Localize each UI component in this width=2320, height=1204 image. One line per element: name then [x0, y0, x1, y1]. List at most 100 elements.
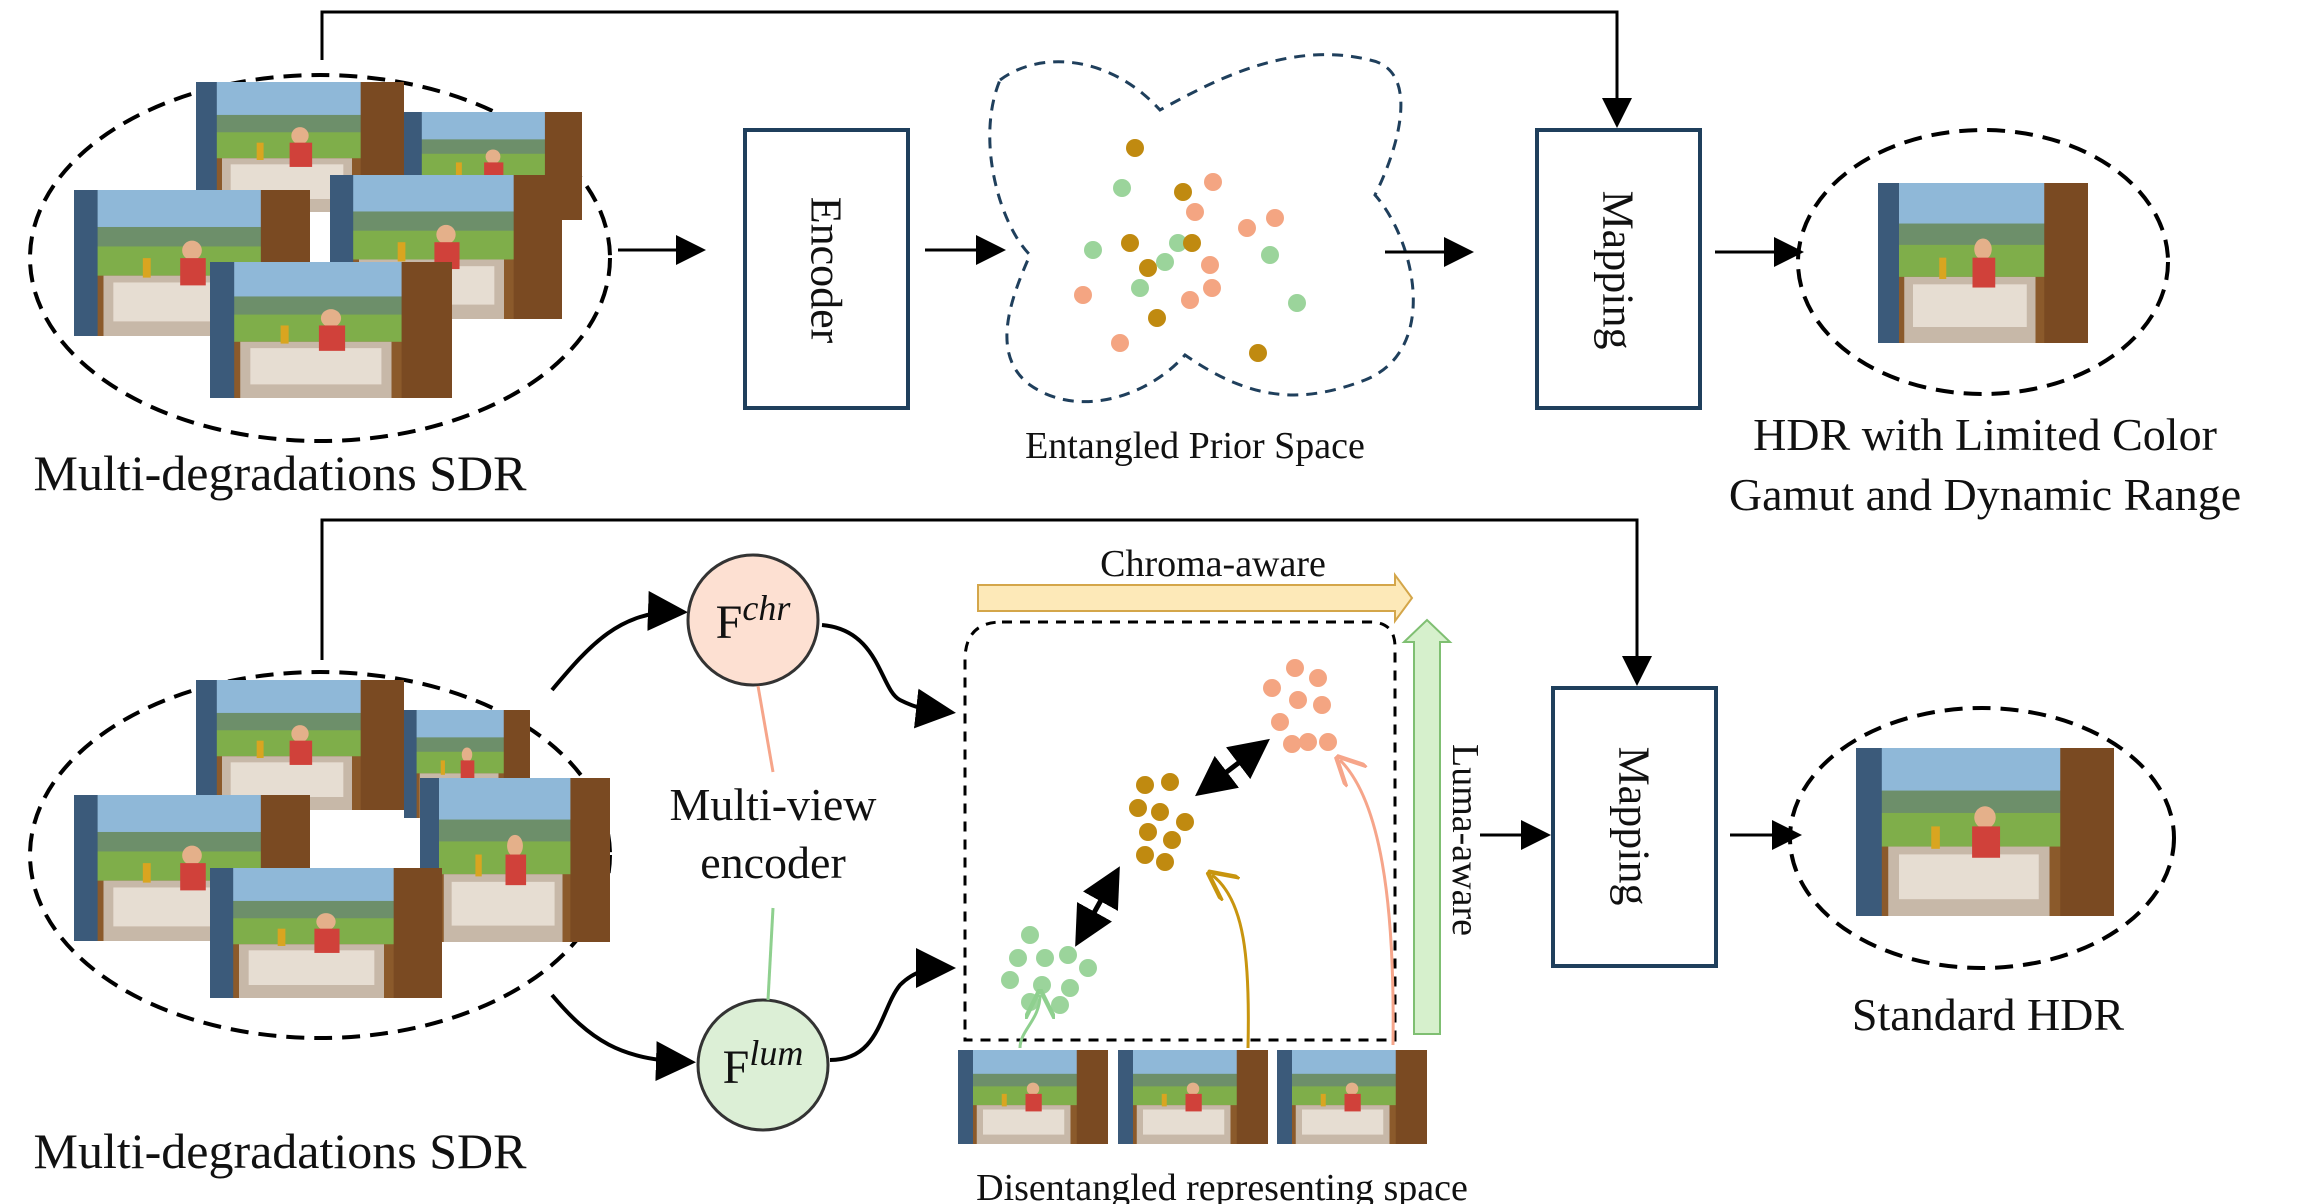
space-label-bottom: Disentangled representing space [976, 1167, 1468, 1204]
prior-dot [1204, 173, 1222, 191]
bottom-row: Multi-degradations SDR Fchr Flum Multi-v… [28, 518, 2176, 1204]
output-label-top-line1: HDR with Limited Color [1753, 409, 2217, 460]
output-label-top-line2: Gamut and Dynamic Range [1729, 469, 2241, 520]
cluster-dot-chroma [1283, 735, 1301, 753]
chroma-aware-label: Chroma-aware [1100, 543, 1326, 585]
entangled-prior-blob [988, 53, 1415, 404]
prior-dot [1148, 309, 1166, 327]
cluster-dot-lum [1079, 959, 1097, 977]
output-label-bottom: Standard HDR [1852, 989, 2124, 1040]
cluster-dot-joint [1151, 803, 1169, 821]
link-lum-multiview [766, 907, 775, 1001]
arrow-input-lum-encoder [550, 993, 696, 1082]
disentangled-space-box [963, 620, 1397, 1042]
multiview-label-line1: Multi-view [670, 779, 878, 830]
input-ellipse-top [28, 73, 612, 443]
prior-dot [1203, 279, 1221, 297]
cluster-dot-joint [1156, 853, 1174, 871]
thumbnail-joint [1277, 1050, 1427, 1144]
cluster-dot-lum [1021, 993, 1039, 1011]
prior-dot [1126, 139, 1144, 157]
double-arrow-gold-orange [1195, 738, 1270, 797]
prior-dot [1186, 203, 1204, 221]
prior-dot [1288, 294, 1306, 312]
cluster-dot-chroma [1313, 696, 1331, 714]
cluster-dot-joint [1176, 813, 1194, 831]
prior-dot [1266, 209, 1284, 227]
prior-dot [1074, 286, 1092, 304]
cluster-dot-lum [1001, 971, 1019, 989]
thumbnail-lum [958, 1050, 1108, 1144]
prior-dot [1111, 334, 1129, 352]
cluster-dot-lum [1059, 946, 1077, 964]
prior-dot [1139, 259, 1157, 277]
input-images-top [74, 82, 582, 398]
link-thumbnail-green [1018, 995, 1040, 1049]
cluster-dot-lum [1021, 926, 1039, 944]
cluster-dot-chroma [1263, 679, 1281, 697]
output-image-bottom [1856, 748, 2114, 916]
input-ellipse-bottom [28, 670, 612, 1040]
lum-encoder-node [696, 998, 830, 1132]
luma-aware-arrow [1401, 618, 1453, 1035]
mapping-label-top: Mapping [1594, 191, 1643, 350]
cluster-dot-chroma [1289, 691, 1307, 709]
prior-dot [1261, 246, 1279, 264]
thumbnail-chroma [1118, 1050, 1268, 1144]
cluster-dot-chroma [1319, 733, 1337, 751]
multiview-label-line2: encoder [700, 837, 846, 888]
input-label-bottom: Multi-degradations SDR [33, 1123, 527, 1179]
mapping-box-top [1535, 128, 1702, 410]
cluster-dot-lum [1009, 949, 1027, 967]
prior-dot [1121, 234, 1139, 252]
link-thumbnail-gold [1212, 875, 1250, 1049]
cluster-dot-lum [1061, 979, 1079, 997]
prior-dots [1074, 139, 1306, 362]
cluster-dot-joint [1129, 799, 1147, 817]
link-chroma-multiview [756, 685, 775, 773]
cluster-dot-joint [1139, 823, 1157, 841]
prior-dot [1183, 234, 1201, 252]
prior-dot [1238, 219, 1256, 237]
encoder-box [743, 128, 910, 410]
arrow-lum-to-space [829, 948, 956, 1062]
chroma-encoder-node [686, 553, 820, 687]
output-ellipse-bottom [1788, 706, 2176, 970]
top-row: Multi-degradations SDR Encoder Entangled… [28, 10, 2241, 520]
cluster-dot-joint [1136, 846, 1154, 864]
output-image-top [1878, 183, 2088, 343]
prior-dot [1181, 291, 1199, 309]
prior-space-label: Entangled Prior Space [1025, 425, 1365, 467]
double-arrow-green-gold [1075, 866, 1120, 947]
arrow-input-chroma-encoder [550, 590, 688, 692]
cluster-dot-chroma [1299, 733, 1317, 751]
encoder-label: Encoder [802, 197, 851, 344]
skip-connection-bottom [320, 518, 1652, 686]
cluster-dots [1001, 659, 1337, 1014]
arrow-chroma-to-space [821, 623, 956, 729]
cluster-dot-joint [1136, 776, 1154, 794]
prior-dot [1113, 179, 1131, 197]
link-thumbnail-orange [1340, 760, 1395, 1046]
cluster-dot-joint [1161, 773, 1179, 791]
mapping-label-bottom: Mapping [1610, 747, 1659, 906]
lum-encoder-label: Flum [723, 1033, 804, 1094]
cluster-dot-joint [1163, 831, 1181, 849]
chroma-aware-arrow [977, 571, 1414, 625]
chroma-encoder-label: Fchr [716, 588, 792, 649]
input-label-top: Multi-degradations SDR [33, 445, 527, 501]
prior-dot [1201, 256, 1219, 274]
cluster-dot-chroma [1271, 713, 1289, 731]
cluster-dot-chroma [1309, 669, 1327, 687]
luma-aware-label: Luma-aware [1444, 744, 1486, 936]
cluster-dot-chroma [1286, 659, 1304, 677]
cluster-dot-lum [1036, 949, 1054, 967]
skip-connection-top [320, 10, 1632, 128]
prior-dot [1174, 183, 1192, 201]
prior-dot [1156, 253, 1174, 271]
prior-dot [1131, 279, 1149, 297]
prior-dot [1249, 344, 1267, 362]
input-images-bottom [74, 680, 610, 998]
output-ellipse-top [1796, 128, 2170, 396]
